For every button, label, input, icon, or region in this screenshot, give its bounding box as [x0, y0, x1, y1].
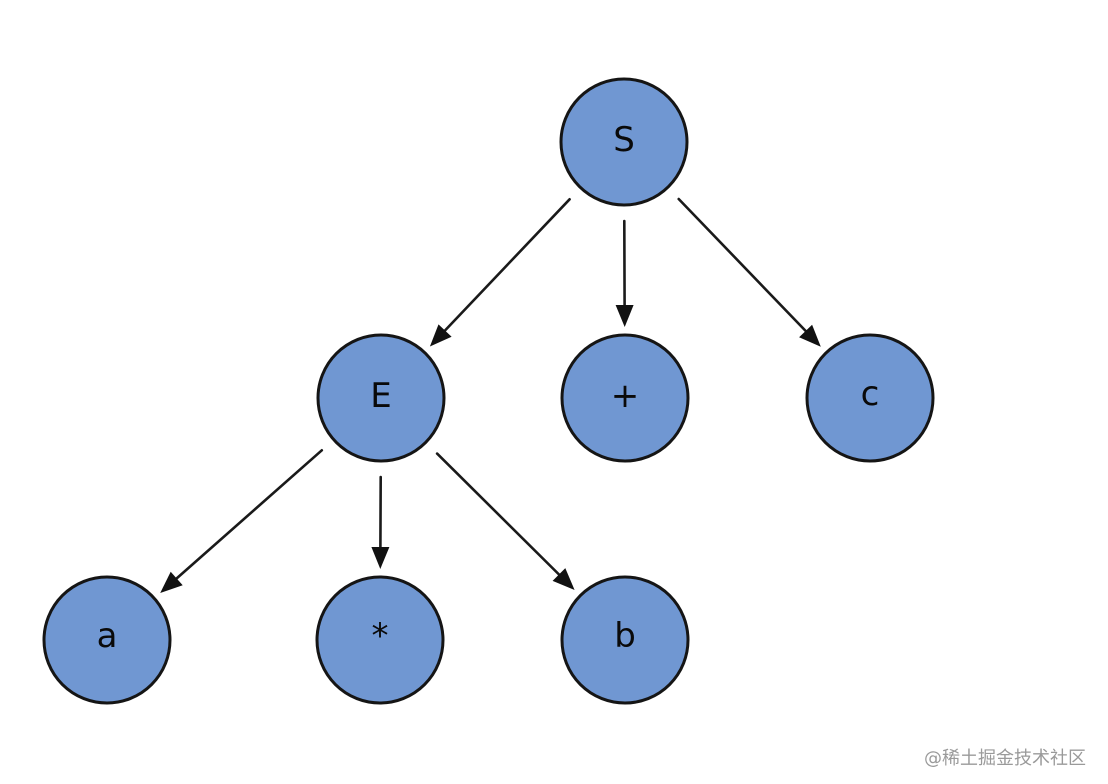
node-star: * [315, 575, 445, 705]
node-S-label: S [613, 120, 635, 160]
edge-line [443, 198, 571, 332]
node-a: a [42, 575, 172, 705]
edge-line [175, 448, 324, 580]
edge-S-plus [615, 219, 634, 327]
edge-S-c [677, 197, 821, 347]
arrowhead-icon [615, 305, 634, 327]
edge-S-E [429, 198, 571, 347]
edge-E-b [435, 452, 575, 590]
node-plus: + [560, 333, 690, 463]
watermark-text: @稀土掘金技术社区 [924, 748, 1086, 769]
edge-E-star [371, 475, 390, 569]
edges-layer [160, 197, 821, 593]
node-c-label: c [861, 374, 880, 414]
node-S: S [559, 77, 689, 207]
node-b: b [560, 575, 690, 705]
node-E: E [316, 333, 446, 463]
node-a-label: a [97, 616, 118, 656]
node-c: c [805, 333, 935, 463]
arrowhead-icon [429, 324, 452, 347]
arrowhead-icon [799, 324, 821, 347]
arrowhead-icon [160, 571, 183, 593]
node-star-label: * [372, 616, 389, 656]
edge-E-a [160, 448, 324, 593]
node-plus-label: + [611, 376, 640, 416]
node-b-label: b [614, 616, 636, 656]
arrowhead-icon [371, 547, 390, 569]
edge-line [677, 197, 807, 333]
arrowhead-icon [552, 568, 575, 590]
nodes-layer: S E + c a * b [42, 77, 935, 705]
edge-line [435, 452, 561, 576]
node-E-label: E [370, 376, 391, 416]
